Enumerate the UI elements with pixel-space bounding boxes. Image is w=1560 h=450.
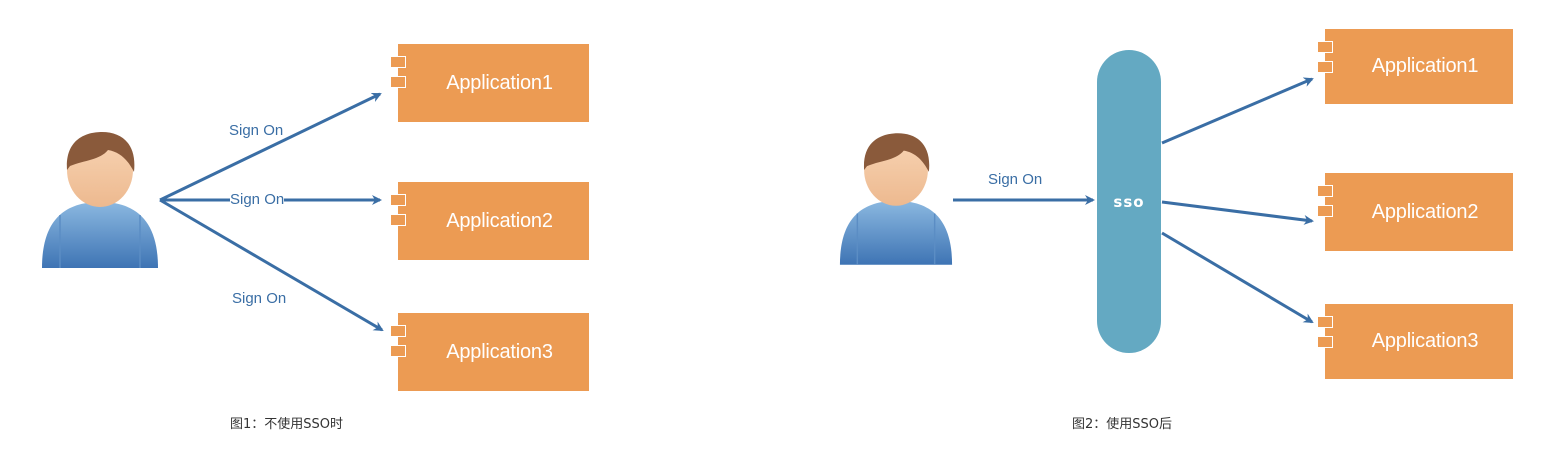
fig1-arrow-app3: [159, 198, 384, 332]
fig2-arrow-app2: [1161, 200, 1314, 225]
fig2-application-2: Application2: [1317, 173, 1513, 251]
fig1-sign-on-label-2: Sign On: [230, 191, 285, 208]
sso-server: sso: [1097, 50, 1161, 353]
component-tab: [390, 345, 406, 357]
figure2-caption: 图2：使用SSO后: [1072, 417, 1173, 432]
fig1-application-2: Application2: [390, 182, 589, 260]
fig1-application-1: Application1: [390, 44, 589, 122]
component-tab: [390, 325, 406, 337]
fig1-arrow-app1: [159, 92, 382, 202]
fig2-sign-on-label: Sign On: [988, 171, 1043, 188]
fig1-application-3: Application3: [390, 313, 589, 391]
component-tab: [1317, 336, 1333, 348]
application-label: Application1: [1371, 55, 1479, 77]
user-icon: [42, 132, 158, 268]
component-tab: [1317, 185, 1333, 197]
fig1-sign-on-label-3: Sign On: [232, 290, 287, 307]
component-tab: [1317, 205, 1333, 217]
figure1-caption: 图1：不使用SSO时: [230, 417, 344, 432]
component-tab: [390, 56, 406, 68]
fig2-arrow-app3: [1161, 231, 1314, 324]
application-label: Application3: [1371, 330, 1479, 352]
application-label: Application2: [1371, 200, 1479, 223]
component-tab: [390, 76, 406, 88]
fig2-application-3: Application3: [1317, 304, 1513, 379]
sso-label: sso: [1113, 192, 1145, 211]
fig2-arrow-app1: [1161, 77, 1314, 145]
fig2-application-1: Application1: [1317, 29, 1513, 104]
component-tab: [390, 214, 406, 226]
application-label: Application2: [446, 209, 553, 232]
component-tab: [1317, 61, 1333, 73]
user-icon: [839, 133, 953, 265]
application-label: Application3: [446, 340, 553, 363]
component-tab: [390, 194, 406, 206]
component-tab: [1317, 316, 1333, 328]
component-tab: [1317, 41, 1333, 53]
fig1-sign-on-label-1: Sign On: [229, 122, 284, 139]
application-label: Application1: [446, 71, 553, 94]
